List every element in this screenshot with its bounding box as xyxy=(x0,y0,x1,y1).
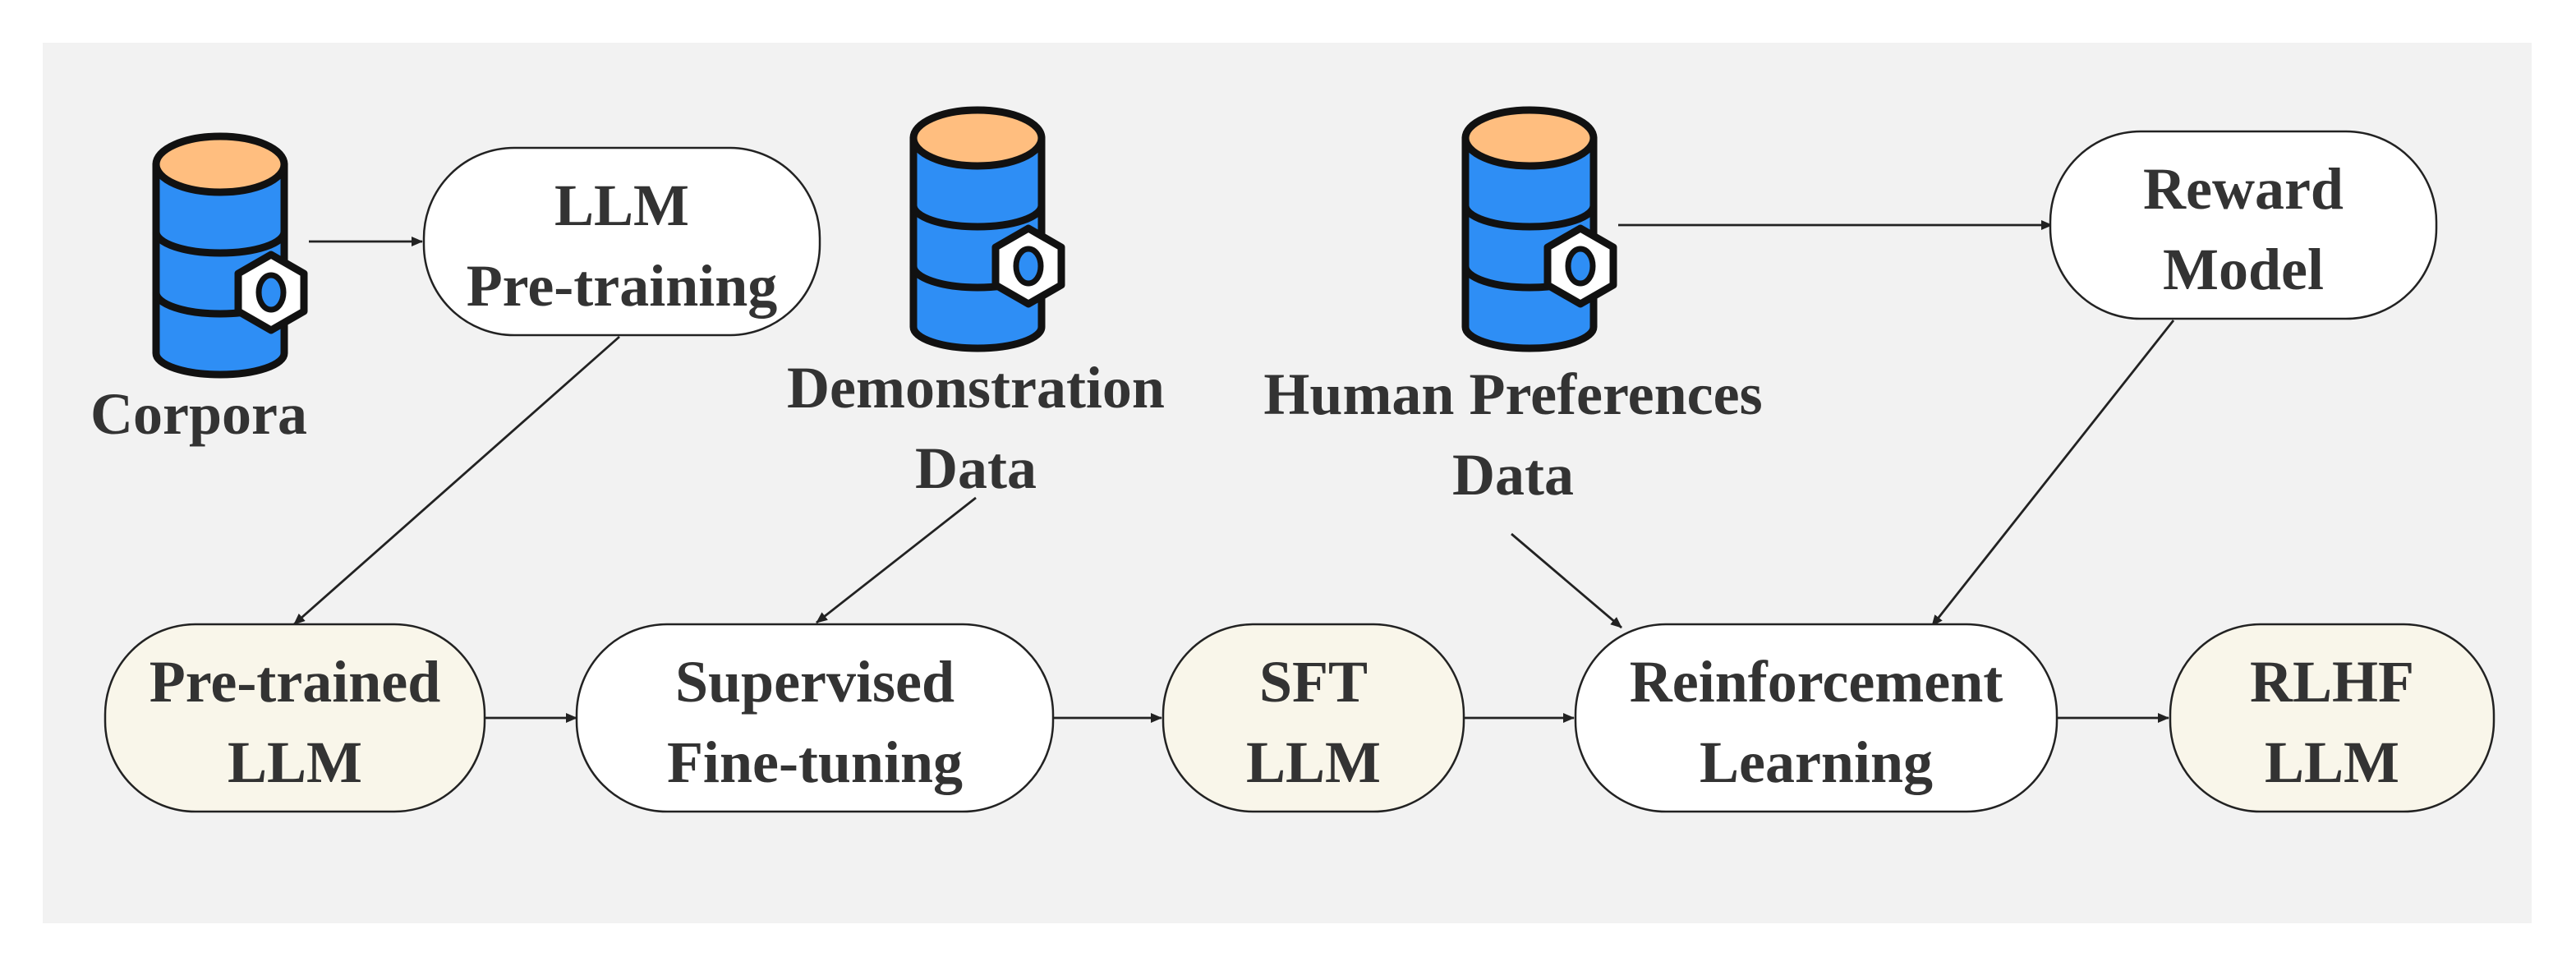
node-llm-pretraining-line1: LLM xyxy=(554,172,689,238)
edge-preferences-to-rl xyxy=(1511,532,1622,629)
node-reinforcement-learning-line1: Reinforcement xyxy=(1630,649,2003,715)
node-reward-model-box xyxy=(2049,130,2438,320)
node-supervised-finetuning-box xyxy=(575,623,1055,813)
corpora-label: Corpora xyxy=(90,381,307,447)
node-sft-llm: SFT LLM xyxy=(1162,623,1465,813)
preferences-label-line1: Human Preferences xyxy=(1263,361,1762,427)
preferences-label-line2: Data xyxy=(1452,442,1574,508)
node-supervised-finetuning: Supervised Fine-tuning xyxy=(575,623,1055,813)
node-pretrained-llm-line1: Pre-trained xyxy=(150,649,441,715)
node-llm-pretraining-box xyxy=(422,146,821,337)
node-rlhf-llm: RLHF LLM xyxy=(2169,623,2496,813)
node-supervised-finetuning-line2: Fine-tuning xyxy=(667,729,963,795)
demonstration-label-line2: Data xyxy=(915,435,1037,501)
edge-pretraining-to-pretrained-llm xyxy=(293,335,620,626)
database-gear-icon xyxy=(1465,110,1613,348)
node-llm-pretraining: LLM Pre-training xyxy=(422,146,821,337)
demonstration-label-line1: Demonstration xyxy=(787,355,1165,421)
node-pretrained-llm: Pre-trained LLM xyxy=(104,623,486,813)
edge-reward-to-rl xyxy=(1930,320,2175,627)
node-sft-llm-line2: LLM xyxy=(1246,729,1381,795)
node-llm-pretraining-line2: Pre-training xyxy=(467,253,778,319)
node-rlhf-llm-line2: LLM xyxy=(2265,729,2399,795)
edge-demonstration-to-sft xyxy=(816,496,977,624)
node-supervised-finetuning-line1: Supervised xyxy=(675,649,954,715)
node-rlhf-llm-line1: RLHF xyxy=(2250,649,2414,715)
node-pretrained-llm-box xyxy=(104,623,486,813)
node-sft-llm-line1: SFT xyxy=(1259,649,1368,715)
node-rlhf-llm-box xyxy=(2169,623,2496,813)
node-reward-model-line1: Reward xyxy=(2143,156,2344,222)
node-pretrained-llm-line2: LLM xyxy=(228,729,362,795)
node-sft-llm-box xyxy=(1162,623,1465,813)
node-reinforcement-learning-line2: Learning xyxy=(1700,729,1933,795)
node-reward-model: Reward Model xyxy=(2049,130,2438,320)
node-reinforcement-learning-box xyxy=(1574,623,2058,813)
node-reward-model-line2: Model xyxy=(2163,237,2324,302)
database-gear-icon xyxy=(156,136,304,375)
edges xyxy=(293,220,2175,723)
database-gear-icon xyxy=(913,110,1061,348)
node-reinforcement-learning: Reinforcement Learning xyxy=(1574,623,2058,813)
